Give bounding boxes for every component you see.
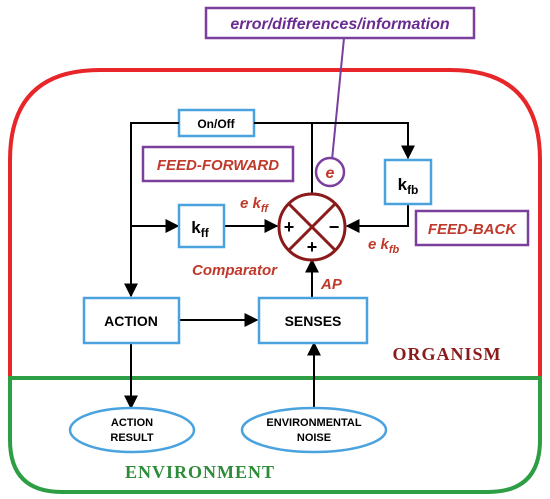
action-result-ellipse (68, 406, 196, 454)
feed-forward-box (141, 145, 295, 183)
wire-onoff-to-kfb (254, 122, 415, 160)
error-info-label: error/differences/information (230, 16, 450, 33)
comparator-symbol (277, 192, 347, 262)
noise-line1: ENVIRONMENTAL (266, 417, 361, 429)
environment-border (8, 376, 542, 494)
senses-box (257, 296, 369, 345)
action-result-line1: ACTION (111, 417, 153, 429)
wire-kfb-to-comparator (345, 204, 409, 233)
feed-forward-label: FEED-FORWARD (157, 157, 279, 174)
kff-label: kff (191, 218, 209, 240)
e-kff-label: e kff (240, 195, 269, 215)
action-result-line2: RESULT (110, 432, 153, 444)
feed-back-box (414, 209, 530, 247)
comparator-plus-left: + (284, 217, 295, 237)
organism-border (8, 68, 542, 380)
comparator-minus-right: − (329, 217, 340, 237)
feed-back-label: FEED-BACK (428, 221, 517, 238)
e-kfb-label: e kfb (368, 236, 400, 256)
noise-line2: NOISE (297, 432, 331, 444)
comparator-label: Comparator (192, 262, 278, 279)
organism-label: ORGANISM (392, 344, 501, 364)
error-e-label: e (326, 165, 335, 182)
kfb-label: kfb (398, 175, 419, 197)
environmental-noise-ellipse (240, 406, 388, 454)
action-label: ACTION (104, 313, 158, 329)
kff-box (177, 203, 226, 249)
ap-label: AP (320, 276, 343, 293)
action-box (82, 296, 181, 345)
on-off-label: On/Off (197, 117, 235, 131)
error-connector (331, 37, 345, 161)
error-info-box (204, 6, 476, 40)
wire-onoff-to-action (124, 122, 179, 298)
comparator-plus-bottom: + (307, 237, 318, 257)
kfb-box (383, 158, 433, 206)
environment-label: ENVIRONMENT (125, 462, 275, 482)
error-e-circle (314, 156, 346, 188)
senses-label: SENSES (285, 313, 342, 329)
